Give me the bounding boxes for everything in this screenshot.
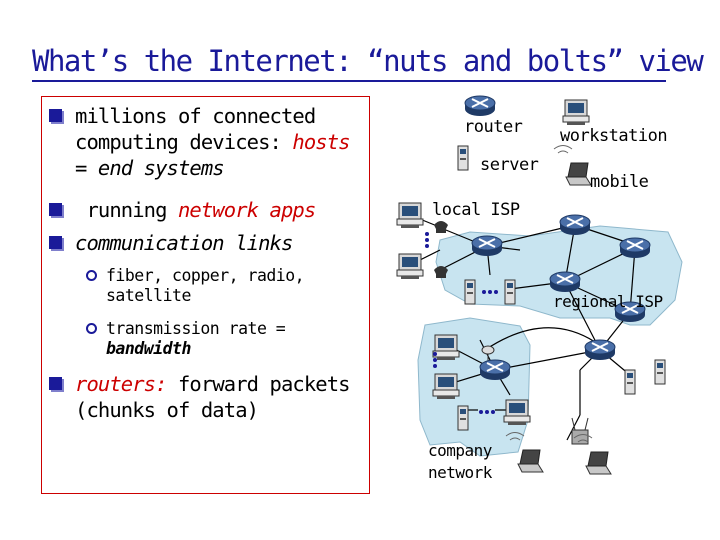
sub-bullet-media-line2: satellite bbox=[106, 286, 191, 305]
bandwidth-term: bandwidth bbox=[106, 339, 191, 358]
square-bullet-icon bbox=[49, 377, 62, 390]
local-isp-server-icon bbox=[464, 279, 476, 305]
legend-server-label: server bbox=[480, 155, 539, 175]
local-isp-workstation-icon bbox=[396, 253, 424, 280]
satellite-link bbox=[484, 327, 596, 351]
bullet-network-apps: running network apps bbox=[49, 197, 316, 223]
square-bullet-icon bbox=[49, 236, 62, 249]
bullet-panel bbox=[41, 96, 370, 494]
bullet-hosts-line1: millions of connected bbox=[75, 104, 316, 128]
regional-isp-router-icon bbox=[549, 271, 581, 293]
company-workstation-icon bbox=[503, 399, 531, 426]
regional-isp-label: regional ISP bbox=[553, 292, 663, 311]
sub-bullet-media: fiber, copper, radio, satellite bbox=[86, 266, 305, 306]
company-network-label-line2: network bbox=[428, 463, 492, 482]
bullet-routers-line1: forward packets bbox=[166, 372, 351, 396]
circle-bullet-icon bbox=[86, 270, 97, 281]
regional-isp-router-icon bbox=[584, 339, 616, 361]
sub-bullet-bandwidth-line1: transmission rate = bbox=[106, 319, 286, 338]
square-bullet-icon bbox=[49, 203, 62, 216]
regional-isp-router-icon bbox=[619, 237, 651, 259]
bullet-hosts: millions of connected computing devices:… bbox=[49, 103, 351, 181]
legend-mobile-label: mobile bbox=[590, 172, 649, 192]
page-title: What’s the Internet: “nuts and bolts” vi… bbox=[32, 44, 704, 78]
bullet-communication-links: communication links bbox=[49, 230, 293, 256]
company-network-label-line1: company bbox=[428, 441, 492, 460]
bullet-routers-line2: (chunks of data) bbox=[75, 398, 259, 422]
bullet-routers: routers: forward packets (chunks of data… bbox=[49, 371, 351, 423]
legend-mobile-icon bbox=[553, 145, 592, 186]
square-bullet-icon bbox=[49, 109, 62, 122]
regional-isp-router-icon bbox=[559, 214, 591, 236]
sub-bullet-bandwidth: transmission rate = bandwidth bbox=[86, 319, 286, 359]
bullet-hosts-line2: computing devices: bbox=[75, 130, 293, 154]
bullet-communication-links-text: communication links bbox=[75, 231, 293, 255]
company-workstation-icon bbox=[432, 334, 460, 361]
company-server-icon bbox=[457, 405, 469, 431]
server-icon bbox=[654, 359, 666, 385]
title-underline bbox=[32, 80, 666, 82]
legend-workstation-icon bbox=[562, 99, 590, 126]
network-apps-term: network apps bbox=[177, 198, 316, 222]
circle-bullet-icon bbox=[86, 323, 97, 334]
local-isp-workstation-icon bbox=[396, 202, 424, 229]
legend-server-icon bbox=[457, 145, 469, 171]
bullet-hosts-line3: = end systems bbox=[75, 156, 225, 180]
local-isp-label: local ISP bbox=[432, 200, 520, 220]
mobile-icon bbox=[573, 434, 612, 475]
routers-term: routers: bbox=[75, 372, 167, 396]
company-workstation-icon bbox=[432, 373, 460, 400]
server-icon bbox=[624, 369, 636, 395]
more-hosts-icon bbox=[433, 352, 437, 368]
local-isp-router-icon bbox=[471, 235, 503, 257]
more-servers-icon bbox=[482, 290, 498, 294]
more-hosts-icon bbox=[425, 232, 429, 248]
legend-workstation-label: workstation bbox=[560, 126, 668, 146]
sub-bullet-media-line1: fiber, copper, radio, bbox=[106, 266, 305, 285]
legend-router-icon bbox=[464, 95, 496, 117]
hosts-term: hosts bbox=[292, 130, 350, 154]
more-servers-icon bbox=[479, 410, 495, 414]
phone-icon bbox=[434, 221, 448, 233]
company-router-icon bbox=[479, 359, 511, 381]
bullet-network-apps-text: running bbox=[75, 198, 178, 222]
legend-router-label: router bbox=[464, 117, 523, 137]
local-isp-server-icon bbox=[504, 279, 516, 305]
